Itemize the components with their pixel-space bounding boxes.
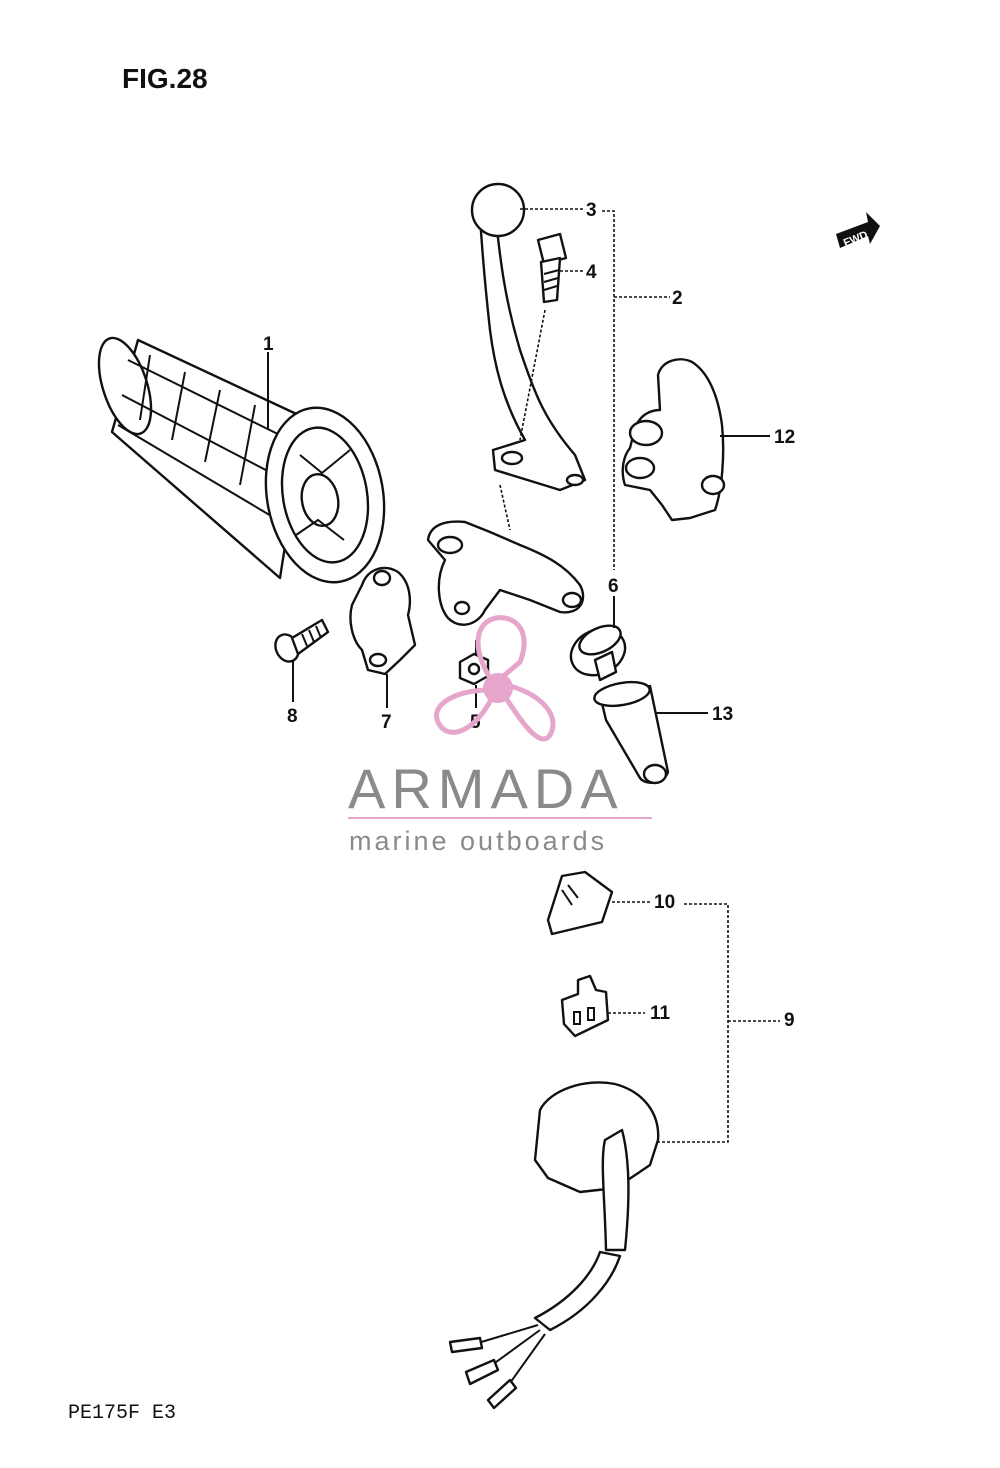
figure-title: FIG.28 [122, 63, 208, 94]
callout-7: 7 [381, 712, 392, 733]
model-code: PE175F E3 [68, 1402, 176, 1425]
propeller-logo-icon [434, 615, 556, 742]
screw-part [274, 618, 330, 663]
adjuster-part [569, 624, 627, 682]
callout-8: 8 [287, 706, 298, 727]
callout-12: 12 [774, 427, 795, 448]
fwd-arrow-icon: FWD [836, 212, 880, 250]
watermark-brand: ARMADA [348, 757, 624, 820]
cover-part [621, 358, 726, 522]
lever-bracket-part [426, 520, 585, 626]
callout-6: 6 [608, 576, 619, 597]
callout-1: 1 [263, 334, 274, 355]
callout-10: 10 [654, 892, 675, 913]
lever-bolt-part [536, 232, 568, 304]
callout-9: 9 [784, 1010, 795, 1031]
watermark: ARMADA marine outboards [348, 615, 652, 856]
callout-3: 3 [586, 200, 597, 221]
grip-part [97, 336, 386, 584]
switch-plate-part [560, 974, 610, 1038]
lever-part [470, 182, 587, 492]
clamp-part [349, 566, 417, 676]
callout-13: 13 [712, 704, 733, 725]
switch-knob-part [546, 870, 614, 936]
switch-housing-part [448, 1081, 660, 1410]
watermark-tagline: marine outboards [349, 826, 607, 856]
boot-part [593, 680, 670, 785]
callout-4: 4 [586, 262, 597, 283]
callout-2: 2 [672, 288, 683, 309]
callout-11: 11 [650, 1003, 671, 1024]
leader-lines [267, 208, 780, 1143]
callout-labels: 1 2 3 4 5 6 7 8 9 10 11 12 13 [263, 200, 795, 1031]
